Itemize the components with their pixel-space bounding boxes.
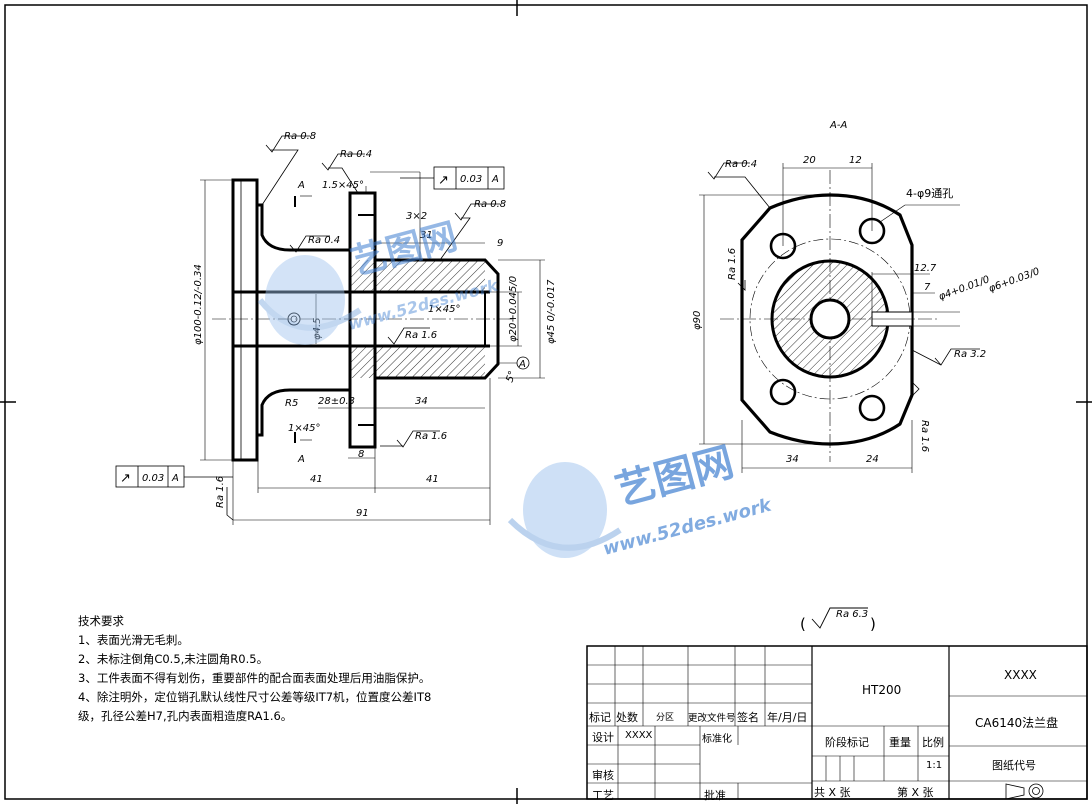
title-material: HT200 <box>862 683 902 697</box>
watermark-logo-bottom <box>507 462 622 558</box>
tech-note-5: 级，孔径公差H7,孔内表面粗造度RA1.6。 <box>78 709 293 723</box>
section-roughness-2: Ra 1.6 <box>727 248 738 280</box>
dia-4-5: φ4.5 <box>312 318 323 341</box>
standard-label: 标准化 <box>702 734 732 745</box>
rev-doc-label: 更改文件号 <box>688 713 736 724</box>
general-roughness: Ra 6.3 <box>836 609 868 620</box>
design-label: 设计 <box>592 731 614 744</box>
tech-note-2: 2、未标注倒角C0.5,未注圆角R0.5。 <box>78 652 269 666</box>
section-dia-4: φ4+0.01/0 <box>937 274 991 303</box>
section-dim-12: 12 <box>849 155 862 166</box>
groove-dim: 3×2 <box>406 211 427 222</box>
sheet-number: 第 X 张 <box>897 786 934 799</box>
rev-zone-label: 分区 <box>656 713 675 723</box>
rev-sign-label: 签名 <box>737 711 759 724</box>
process-label: 工艺 <box>592 789 614 802</box>
scale-value: 1:1 <box>926 760 943 771</box>
rev-date-label: 年/月/日 <box>767 711 808 724</box>
front-roughness-2: Ra 0.4 <box>340 149 372 160</box>
front-roughness-4: Ra 0.4 <box>308 235 340 246</box>
angle-5: 5° <box>504 370 518 384</box>
general-roughness-close: ) <box>870 615 876 633</box>
front-roughness-5: Ra 1.6 <box>405 330 437 341</box>
runout-frame-bottom <box>115 465 233 488</box>
dim-8: 8 <box>358 449 364 460</box>
section-roughness-3: Ra 3.2 <box>954 349 986 360</box>
front-roughness-3: Ra 0.8 <box>474 199 506 210</box>
runout-top-symbol: ↗ <box>438 173 449 188</box>
runout-top-datum: A <box>491 174 499 185</box>
section-mark-bottom: A <box>297 454 305 465</box>
front-roughness-1: Ra 0.8 <box>284 131 316 142</box>
radius-5: R5 <box>285 398 298 409</box>
section-dim-20: 20 <box>803 155 816 166</box>
runout-bottom-datum: A <box>171 473 179 484</box>
chamfer-mid: 1×45° <box>428 304 460 315</box>
rev-mark-label: 标记 <box>589 711 611 724</box>
designer-value: XXXX <box>625 730 653 741</box>
dia-20: φ20+0.045/0 <box>508 276 519 342</box>
section-dia-6: φ6+0.03/0 <box>987 266 1041 295</box>
scale-label: 比例 <box>922 736 944 749</box>
section-dim-24: 24 <box>866 454 879 465</box>
runout-top-value: 0.03 <box>460 174 482 185</box>
dim-34: 34 <box>415 396 428 407</box>
dim-41b: 41 <box>426 474 439 485</box>
tech-note-4: 4、除注明外，定位销孔默认线性尺寸公差等级IT7机，位置度公差IT8 <box>78 690 432 704</box>
runout-bottom-value: 0.03 <box>142 473 164 484</box>
check-label: 审核 <box>592 769 614 782</box>
tech-notes-title: 技术要求 <box>78 614 124 628</box>
runout-bottom-symbol: ↗ <box>120 471 131 486</box>
section-mark-top: A <box>297 180 305 191</box>
chamfer-bottom: 1×45° <box>288 423 320 434</box>
chamfer-top: 1.5×45° <box>322 180 364 191</box>
total-sheets: 共 X 张 <box>814 786 851 799</box>
angle-9: 9 <box>497 238 503 249</box>
tech-notes: 技术要求 1、表面光滑无毛刺。 2、未标注倒角C0.5,未注圆角R0.5。 3、… <box>78 612 431 726</box>
section-dia-90: φ90 <box>692 311 703 330</box>
dim-41a: 41 <box>310 474 323 485</box>
section-dim-7: 7 <box>924 282 931 293</box>
title-block-grid <box>586 645 1088 800</box>
runout-frame-top <box>400 166 505 190</box>
front-roughness-6: Ra 1.6 <box>415 431 447 442</box>
section-dim-12-7: 12.7 <box>914 263 937 274</box>
front-roughness-7: Ra 1.6 <box>215 476 226 508</box>
dia-100: φ100-0.12/-0.34 <box>193 264 204 345</box>
section-dim-34: 34 <box>786 454 799 465</box>
front-view <box>200 135 545 525</box>
section-holes: 4-φ9通孔 <box>906 187 953 200</box>
general-roughness-open: ( <box>800 615 806 633</box>
section-roughness-1: Ra 0.4 <box>725 159 757 170</box>
section-label: A-A <box>829 120 847 131</box>
tech-note-3: 3、工件表面不得有划伤，重要部件的配合面表面处理后用油脂保护。 <box>78 671 431 685</box>
watermark-title-bottom: 艺图网 <box>611 439 739 514</box>
tech-note-1: 1、表面光滑无毛刺。 <box>78 633 189 647</box>
section-roughness-4: Ra 1.6 <box>919 420 930 452</box>
title-part-name: CA6140法兰盘 <box>975 716 1059 730</box>
dia-45: φ45 0/-0.017 <box>546 279 557 344</box>
datum-a-label: A <box>518 359 526 370</box>
dim-91: 91 <box>356 508 369 519</box>
watermark-logo-top <box>257 255 362 345</box>
section-view <box>699 162 980 629</box>
title-drawing-no: 图纸代号 <box>992 759 1036 772</box>
dim-31: 31 <box>420 230 433 241</box>
stage-label: 阶段标记 <box>825 736 869 749</box>
dim-28: 28±0.3 <box>318 396 355 407</box>
approve-label: 批准 <box>704 789 726 802</box>
weight-label: 重量 <box>889 736 911 749</box>
title-company: XXXX <box>1004 668 1037 682</box>
rev-count-label: 处数 <box>616 711 638 724</box>
